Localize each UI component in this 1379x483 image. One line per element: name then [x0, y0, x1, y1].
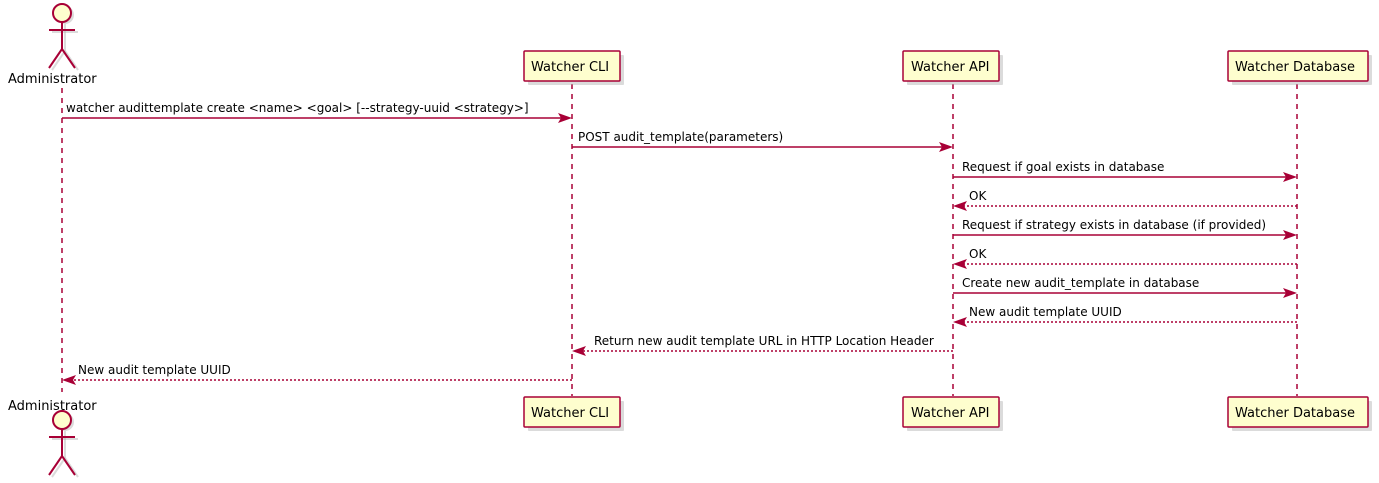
message-label-3: Request if goal exists in database [962, 160, 1164, 174]
message-arrow-9 [572, 346, 953, 356]
message-label-2: POST audit_template(parameters) [578, 130, 783, 144]
participant-box [1227, 50, 1369, 82]
participant-box [902, 50, 1000, 82]
participant-label-watcher-api-top: Watcher API [911, 60, 990, 75]
message-arrow-6 [953, 259, 1297, 269]
actor-leg-left-icon [48, 455, 63, 476]
message-label-4: OK [969, 189, 987, 203]
message-arrow-1 [62, 113, 572, 123]
message-label-10: New audit template UUID [78, 363, 231, 377]
actor-label-administrator-bottom: Administrator [8, 399, 97, 414]
participant-label-watcher-database-top: Watcher Database [1235, 60, 1355, 75]
message-arrow-4 [953, 201, 1297, 211]
participant-box-watcher-api-bottom[interactable] [902, 396, 1003, 431]
participant-box [523, 50, 621, 82]
participant-box [902, 396, 1000, 428]
participant-label-watcher-api-bottom: Watcher API [911, 406, 990, 421]
message-arrow-5 [953, 230, 1297, 240]
message-label-9: Return new audit template URL in HTTP Lo… [594, 334, 934, 348]
participant-label-watcher-cli-bottom: Watcher CLI [531, 406, 609, 421]
participant-box-watcher-cli-top[interactable] [523, 50, 624, 85]
lifelines [61, 84, 1298, 396]
actor-label-administrator-top: Administrator [8, 72, 97, 87]
participant-box-watcher-database-top[interactable] [1227, 50, 1372, 85]
participant-label-watcher-cli-top: Watcher CLI [531, 60, 609, 75]
participant-box-watcher-cli-bottom[interactable] [523, 396, 624, 431]
participant-box [523, 396, 621, 428]
message-label-1: watcher audittemplate create <name> <goa… [66, 101, 529, 115]
message-arrow-8 [953, 317, 1297, 327]
participant-label-watcher-database-bottom: Watcher Database [1235, 406, 1355, 421]
actor-leg-right-icon [61, 455, 76, 476]
actor-administrator-top[interactable] [48, 3, 79, 71]
message-label-5: Request if strategy exists in database (… [962, 218, 1266, 232]
actor-leg-right-icon [61, 48, 76, 69]
message-label-6: OK [969, 247, 987, 261]
actor-administrator-bottom[interactable] [48, 410, 79, 478]
message-arrow-7 [953, 288, 1297, 298]
message-label-7: Create new audit_template in database [962, 276, 1199, 290]
message-arrow-3 [953, 172, 1297, 182]
message-arrow-2 [572, 142, 953, 152]
participant-box [1227, 396, 1369, 428]
actor-leg-left-icon [48, 48, 63, 69]
actor-head-icon [52, 3, 72, 23]
participant-box-watcher-database-bottom[interactable] [1227, 396, 1372, 431]
message-label-8: New audit template UUID [969, 305, 1122, 319]
message-arrow-10 [62, 375, 572, 385]
participant-box-watcher-api-top[interactable] [902, 50, 1003, 85]
